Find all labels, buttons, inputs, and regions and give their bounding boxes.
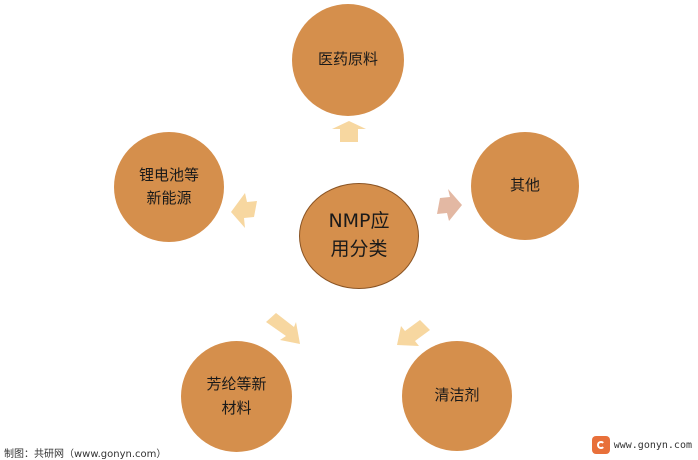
node-right: 其他	[471, 132, 579, 240]
node-bottom-right: 清洁剂	[402, 341, 512, 451]
arrow-right	[437, 189, 462, 221]
arrow-up	[332, 121, 366, 142]
node-center: NMP应 用分类	[299, 183, 419, 289]
arrow-down-right	[397, 320, 430, 346]
arrow-left	[231, 193, 257, 228]
node-bottom-left: 芳纶等新 材料	[181, 341, 292, 452]
node-top: 医药原料	[292, 4, 404, 116]
arrow-down-left	[266, 313, 300, 344]
logo-text: www.gonyn.com	[613, 439, 692, 451]
logo-icon	[591, 436, 610, 454]
site-logo: www.gonyn.com	[591, 436, 692, 454]
node-left: 锂电池等 新能源	[114, 132, 224, 242]
source-note: 制图：共研网（www.gonyn.com）	[4, 449, 167, 460]
